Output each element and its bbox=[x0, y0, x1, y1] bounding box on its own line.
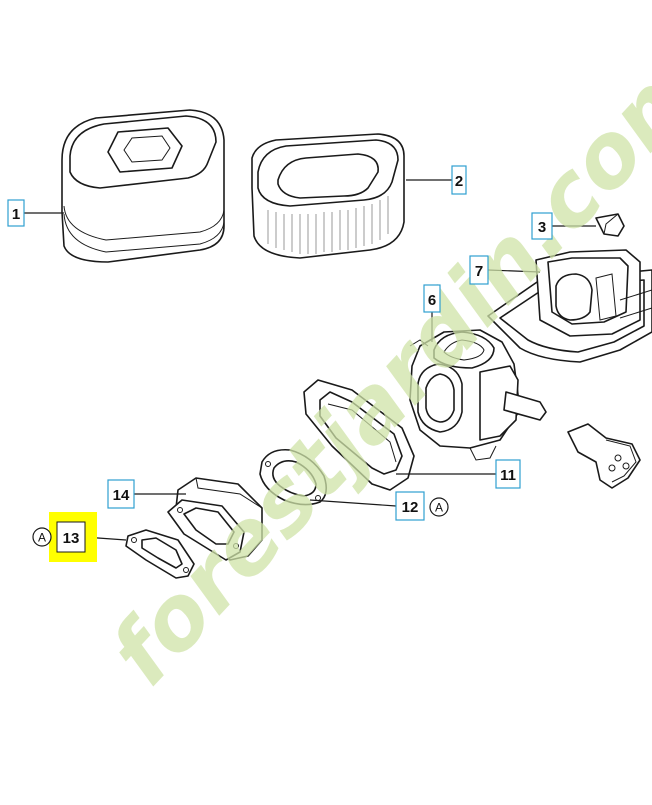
carburetor-part-6 bbox=[409, 329, 547, 461]
reference-mark-a-left: A bbox=[32, 527, 52, 547]
svg-text:A: A bbox=[435, 501, 443, 515]
callout-3[interactable]: 3 bbox=[531, 212, 553, 240]
svg-text:6: 6 bbox=[428, 292, 436, 309]
callout-2[interactable]: 2 bbox=[451, 165, 467, 195]
intake-manifold-part-14 bbox=[167, 477, 263, 561]
svg-text:12: 12 bbox=[402, 499, 419, 516]
callouts: 1 2 3 6 7 11 12 13 bbox=[7, 165, 553, 562]
svg-text:14: 14 bbox=[113, 487, 130, 504]
svg-text:7: 7 bbox=[475, 263, 483, 280]
callout-7[interactable]: 7 bbox=[469, 255, 489, 285]
svg-text:2: 2 bbox=[455, 173, 463, 190]
connector-part bbox=[567, 423, 641, 489]
callout-13-highlighted[interactable]: 13 bbox=[49, 512, 97, 562]
svg-text:1: 1 bbox=[12, 206, 20, 223]
round-gasket-part-12 bbox=[259, 448, 328, 506]
leader-lines bbox=[24, 179, 596, 541]
air-filter-part-2 bbox=[251, 133, 405, 259]
intake-gasket-part-11 bbox=[303, 379, 415, 491]
flat-gasket-part-13 bbox=[125, 529, 195, 579]
callout-12[interactable]: 12 bbox=[395, 491, 425, 521]
rubber-plug-part-3 bbox=[595, 213, 625, 237]
svg-text:11: 11 bbox=[500, 467, 516, 484]
air-filter-part-1 bbox=[61, 109, 225, 263]
svg-text:3: 3 bbox=[538, 219, 546, 236]
svg-text:13: 13 bbox=[63, 530, 80, 547]
callout-14[interactable]: 14 bbox=[107, 479, 135, 509]
svg-text:A: A bbox=[38, 531, 46, 545]
callout-11[interactable]: 11 bbox=[495, 459, 521, 489]
callout-1[interactable]: 1 bbox=[7, 199, 25, 227]
reference-mark-a-right: A bbox=[429, 497, 449, 517]
callout-6[interactable]: 6 bbox=[423, 284, 441, 313]
filter-housing-part-7 bbox=[487, 249, 652, 363]
